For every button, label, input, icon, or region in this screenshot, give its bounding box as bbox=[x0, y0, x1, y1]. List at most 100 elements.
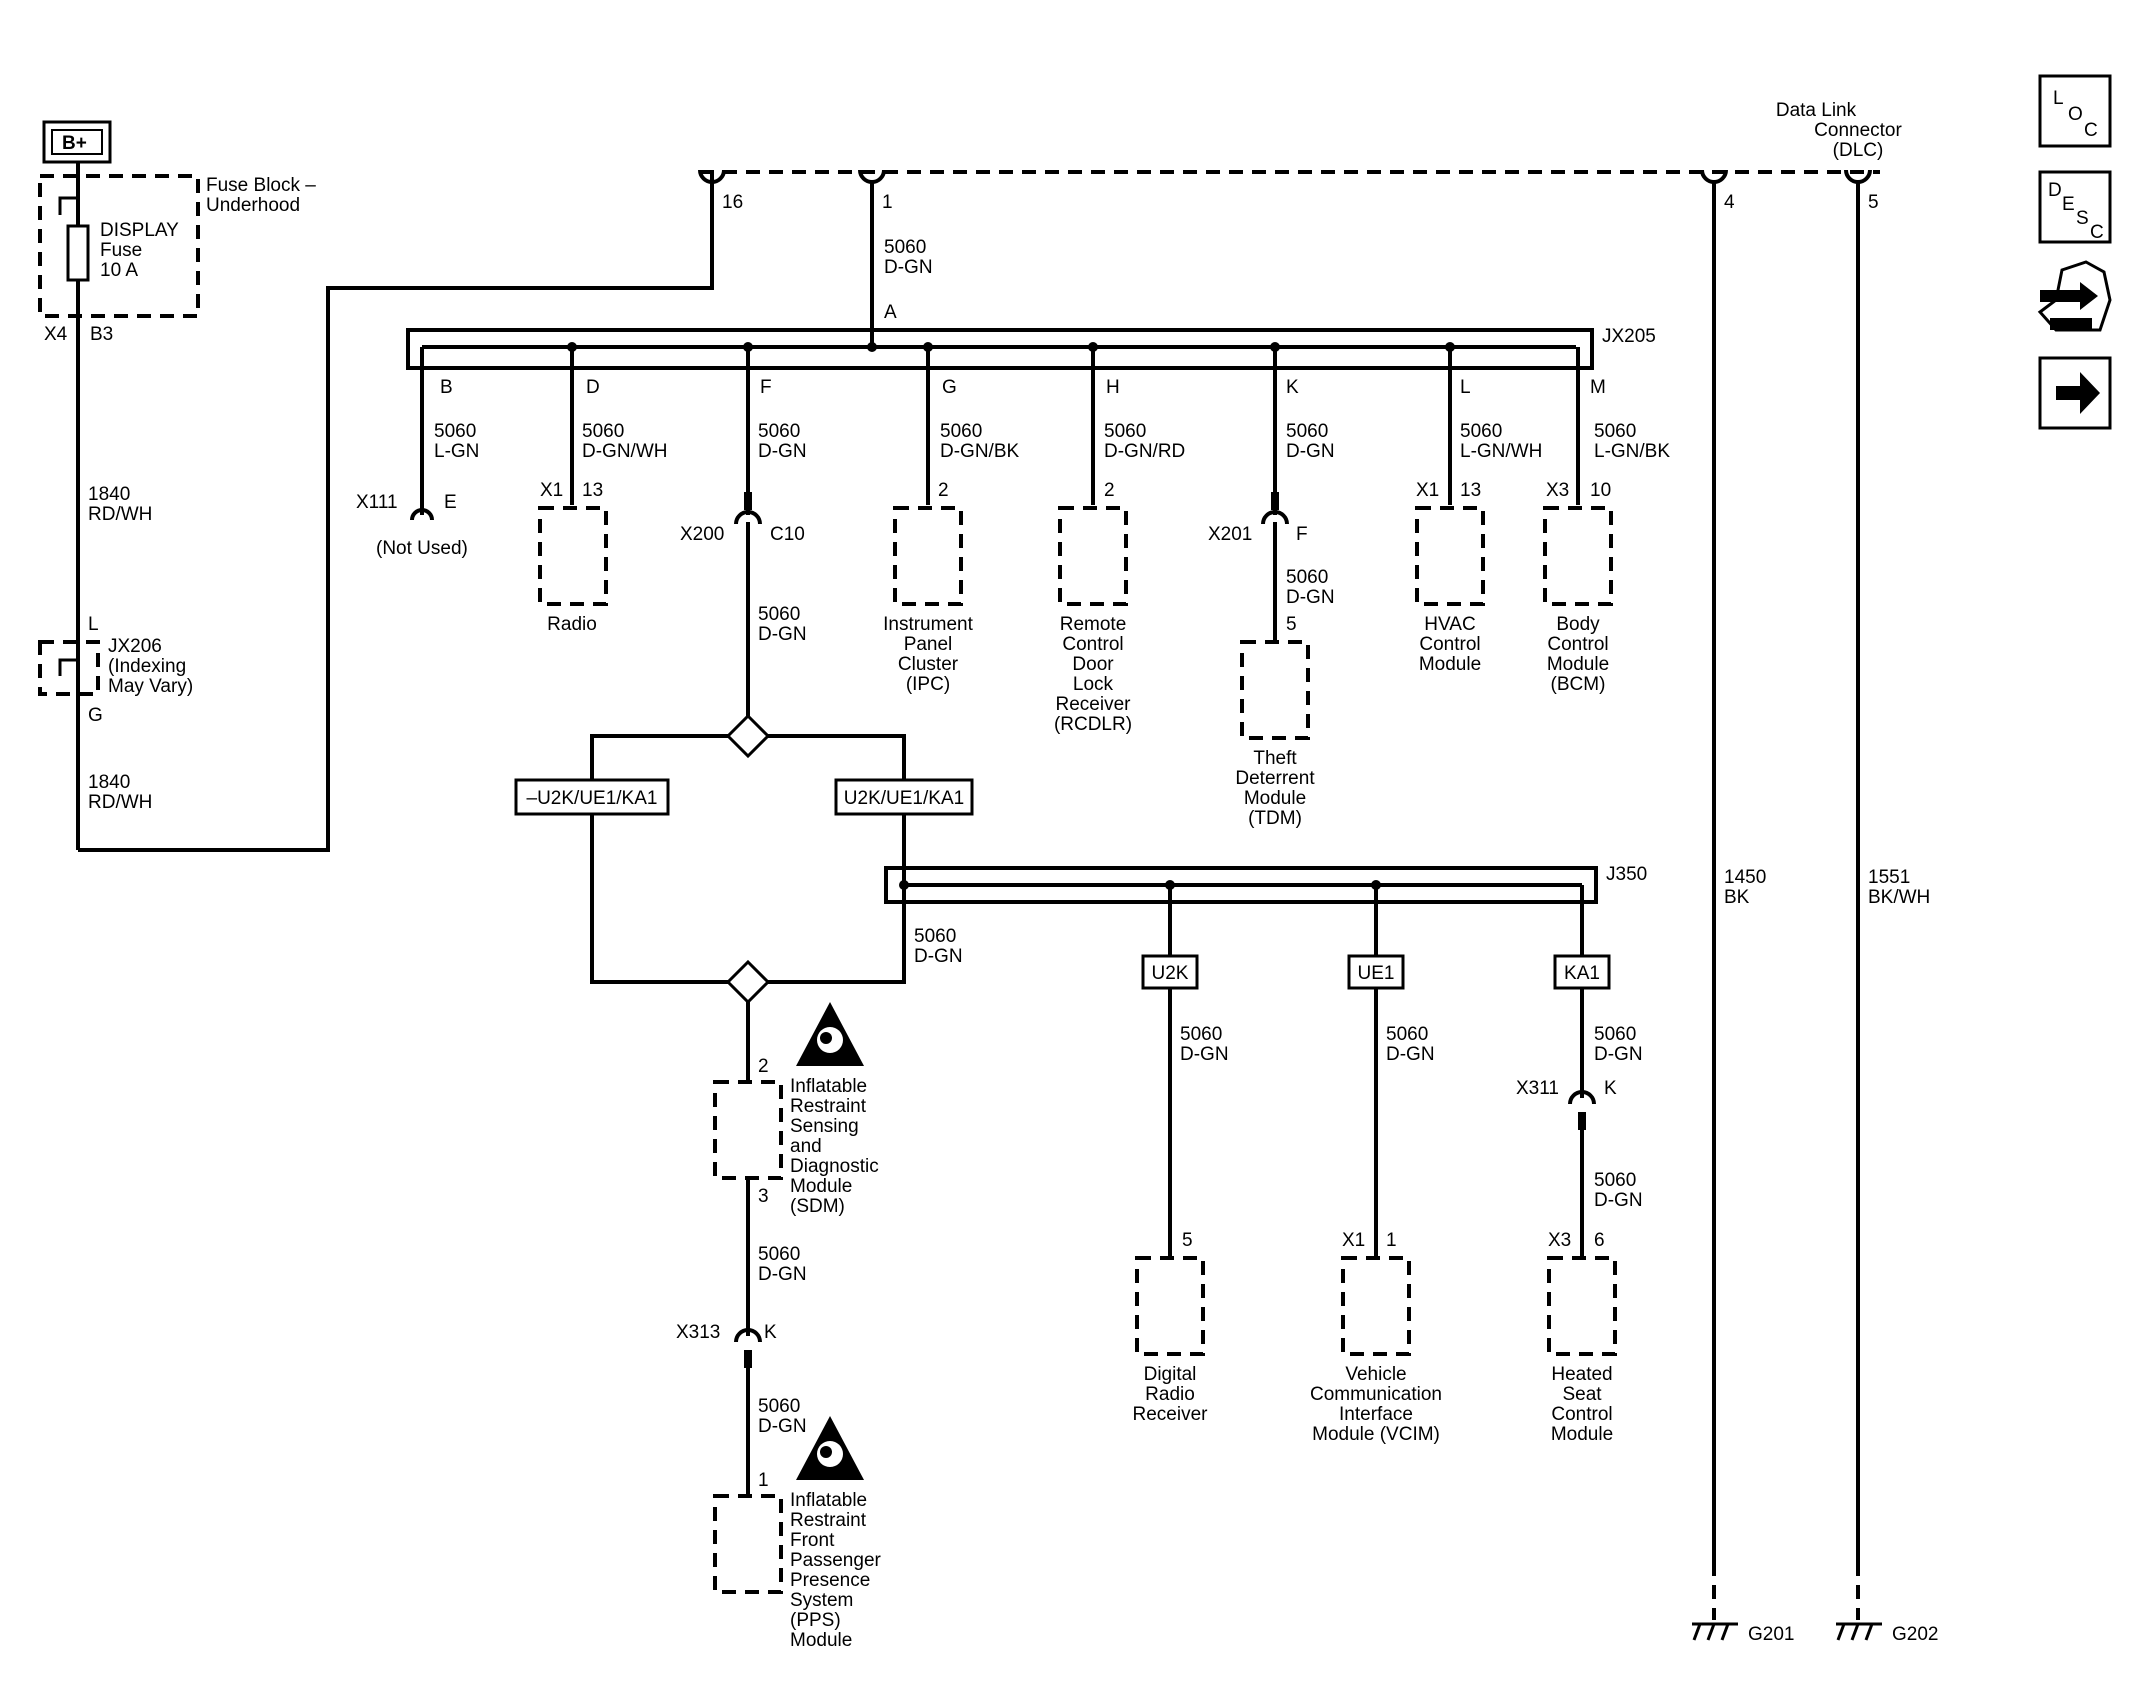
branch-k-pin: K bbox=[1286, 377, 1299, 398]
data-link-connector: Data Link Connector (DLC) 16 1 4 5 bbox=[698, 100, 1902, 213]
branch-m-color: L-GN/BK bbox=[1594, 441, 1670, 462]
branch-l-pin: L bbox=[1460, 377, 1471, 398]
rcdlr-module: 2 Remote Control Door Lock Receiver (RCD… bbox=[1054, 480, 1132, 735]
u2k-wire-num: 5060 bbox=[1180, 1024, 1222, 1045]
branch-d-pin: D bbox=[586, 377, 600, 398]
dlc-label-1: Data Link bbox=[1776, 100, 1857, 121]
ka1-pin: K bbox=[1604, 1078, 1617, 1099]
right-arrow-icon bbox=[2056, 372, 2100, 414]
branch-h-color: D-GN/RD bbox=[1104, 441, 1185, 462]
u2k-wire-color: D-GN bbox=[1180, 1044, 1229, 1065]
ground-g201: 1450 BK G201 bbox=[1692, 182, 1794, 1645]
bcm-name-3: Module bbox=[1547, 654, 1609, 675]
rcdlr-name-6: (RCDLR) bbox=[1054, 714, 1132, 735]
branch-l-color: L-GN/WH bbox=[1460, 441, 1542, 462]
fuse-block-label-2: Underhood bbox=[206, 195, 300, 216]
tdm-name-2: Deterrent bbox=[1235, 768, 1315, 789]
fuse-block: Fuse Block – Underhood DISPLAY Fuse 10 A… bbox=[38, 162, 316, 850]
branch-b-color: L-GN bbox=[434, 441, 479, 462]
hvac-module: X1 13 HVAC Control Module bbox=[1415, 480, 1485, 675]
branch-g-pin: G bbox=[942, 377, 957, 398]
radio-pin: 13 bbox=[582, 480, 603, 501]
x201-conn: X201 bbox=[1208, 524, 1252, 545]
ue1-tag: UE1 bbox=[1358, 963, 1395, 984]
sdm-name-6: Module bbox=[790, 1176, 852, 1197]
sdm-name-3: Sensing bbox=[790, 1116, 859, 1137]
branch-k-color: D-GN bbox=[1286, 441, 1335, 462]
jx206-pin-g: G bbox=[88, 705, 103, 726]
g202-wire-num: 1551 bbox=[1868, 867, 1910, 888]
x111-conn: X111 bbox=[356, 492, 398, 513]
x201-wire-num: 5060 bbox=[1286, 567, 1328, 588]
ue1-wire-color: D-GN bbox=[1386, 1044, 1435, 1065]
ipc-name-4: (IPC) bbox=[906, 674, 950, 695]
wire-1840-color-a: RD/WH bbox=[88, 504, 152, 525]
connector-x4: X4 bbox=[44, 324, 68, 345]
x111-note: (Not Used) bbox=[376, 538, 468, 559]
bcm-conn: X3 bbox=[1546, 480, 1569, 501]
option-yes-label: U2K/UE1/KA1 bbox=[844, 788, 964, 809]
g202-wire-color: BK/WH bbox=[1868, 887, 1930, 908]
jx206-label-3: May Vary) bbox=[108, 676, 193, 697]
ka1-tag: KA1 bbox=[1564, 963, 1600, 984]
ipc-module: 2 Instrument Panel Cluster (IPC) bbox=[883, 480, 973, 695]
jx206-label-1: JX206 bbox=[108, 636, 162, 657]
x200-conn: X200 bbox=[680, 524, 724, 545]
hvac-name-1: HVAC bbox=[1424, 614, 1475, 635]
pps-name-3: Front bbox=[790, 1530, 835, 1551]
ue1-pin: 1 bbox=[1386, 1230, 1397, 1251]
loc-letter-c: C bbox=[2084, 120, 2098, 141]
dlc-label-3: (DLC) bbox=[1833, 140, 1884, 161]
connector-wrench-icon[interactable] bbox=[2037, 260, 2112, 332]
pps-name-1: Inflatable bbox=[790, 1490, 867, 1511]
ue1-conn: X1 bbox=[1342, 1230, 1365, 1251]
loc-button[interactable]: L O C bbox=[2038, 74, 2112, 148]
sdm-name-2: Restraint bbox=[790, 1096, 867, 1117]
loc-letter-o: O bbox=[2068, 104, 2083, 125]
u2k-name-1: Digital bbox=[1144, 1364, 1197, 1385]
g201-wire-color: BK bbox=[1724, 887, 1750, 908]
desc-button[interactable]: D E S C bbox=[2038, 170, 2112, 244]
option-wire-num: 5060 bbox=[914, 926, 956, 947]
hvac-name-3: Module bbox=[1419, 654, 1481, 675]
x200-inline-connector: X200 C10 5060 D-GN bbox=[680, 492, 807, 716]
bcm-module: X3 10 Body Control Module (BCM) bbox=[1543, 480, 1613, 695]
branch-m-num: 5060 bbox=[1594, 421, 1636, 442]
main-wire-color: D-GN bbox=[884, 257, 933, 278]
x313-wire-color: D-GN bbox=[758, 1264, 807, 1285]
x313-wire-num-2: 5060 bbox=[758, 1396, 800, 1417]
rcdlr-name-5: Receiver bbox=[1056, 694, 1132, 715]
ka1-conn-2: X3 bbox=[1548, 1230, 1571, 1251]
rcdlr-pin: 2 bbox=[1104, 480, 1115, 501]
wire-1840-color-b: RD/WH bbox=[88, 792, 152, 813]
branch-b-num: 5060 bbox=[434, 421, 476, 442]
ka1-wire-num: 5060 bbox=[1594, 1024, 1636, 1045]
dlc-pin-4: 4 bbox=[1724, 192, 1735, 213]
airbag-warning-icon bbox=[796, 1002, 864, 1066]
pps-pin: 1 bbox=[758, 1470, 769, 1491]
ka1-wire-num-2: 5060 bbox=[1594, 1170, 1636, 1191]
pps-name-7: (PPS) bbox=[790, 1610, 841, 1631]
ue1-name-3: Interface bbox=[1339, 1404, 1413, 1425]
right-arrow-button[interactable] bbox=[2038, 356, 2112, 430]
x313-conn: X313 bbox=[676, 1322, 720, 1343]
dlc-pin-5: 5 bbox=[1868, 192, 1879, 213]
jx206-splice: L G JX206 (Indexing May Vary) bbox=[38, 614, 193, 726]
ue1-name-1: Vehicle bbox=[1345, 1364, 1406, 1385]
fuse-rating: 10 A bbox=[100, 260, 138, 281]
rcdlr-name-1: Remote bbox=[1060, 614, 1127, 635]
branch-f-pin: F bbox=[760, 377, 772, 398]
branch-f-num: 5060 bbox=[758, 421, 800, 442]
branch-h-num: 5060 bbox=[1104, 421, 1146, 442]
wire-1840-num-b: 1840 bbox=[88, 772, 130, 793]
radio-conn: X1 bbox=[540, 480, 563, 501]
x200-wire-color: D-GN bbox=[758, 624, 807, 645]
ka1-name-3: Control bbox=[1551, 1404, 1612, 1425]
x313-wire-num: 5060 bbox=[758, 1244, 800, 1265]
ka1-name-4: Module bbox=[1551, 1424, 1613, 1445]
ipc-name-3: Cluster bbox=[898, 654, 959, 675]
u2k-name-3: Receiver bbox=[1133, 1404, 1209, 1425]
x313-inline-connector: 5060 D-GN X313 K 5060 D-GN bbox=[676, 1244, 807, 1496]
ka1-wire-color-2: D-GN bbox=[1594, 1190, 1643, 1211]
